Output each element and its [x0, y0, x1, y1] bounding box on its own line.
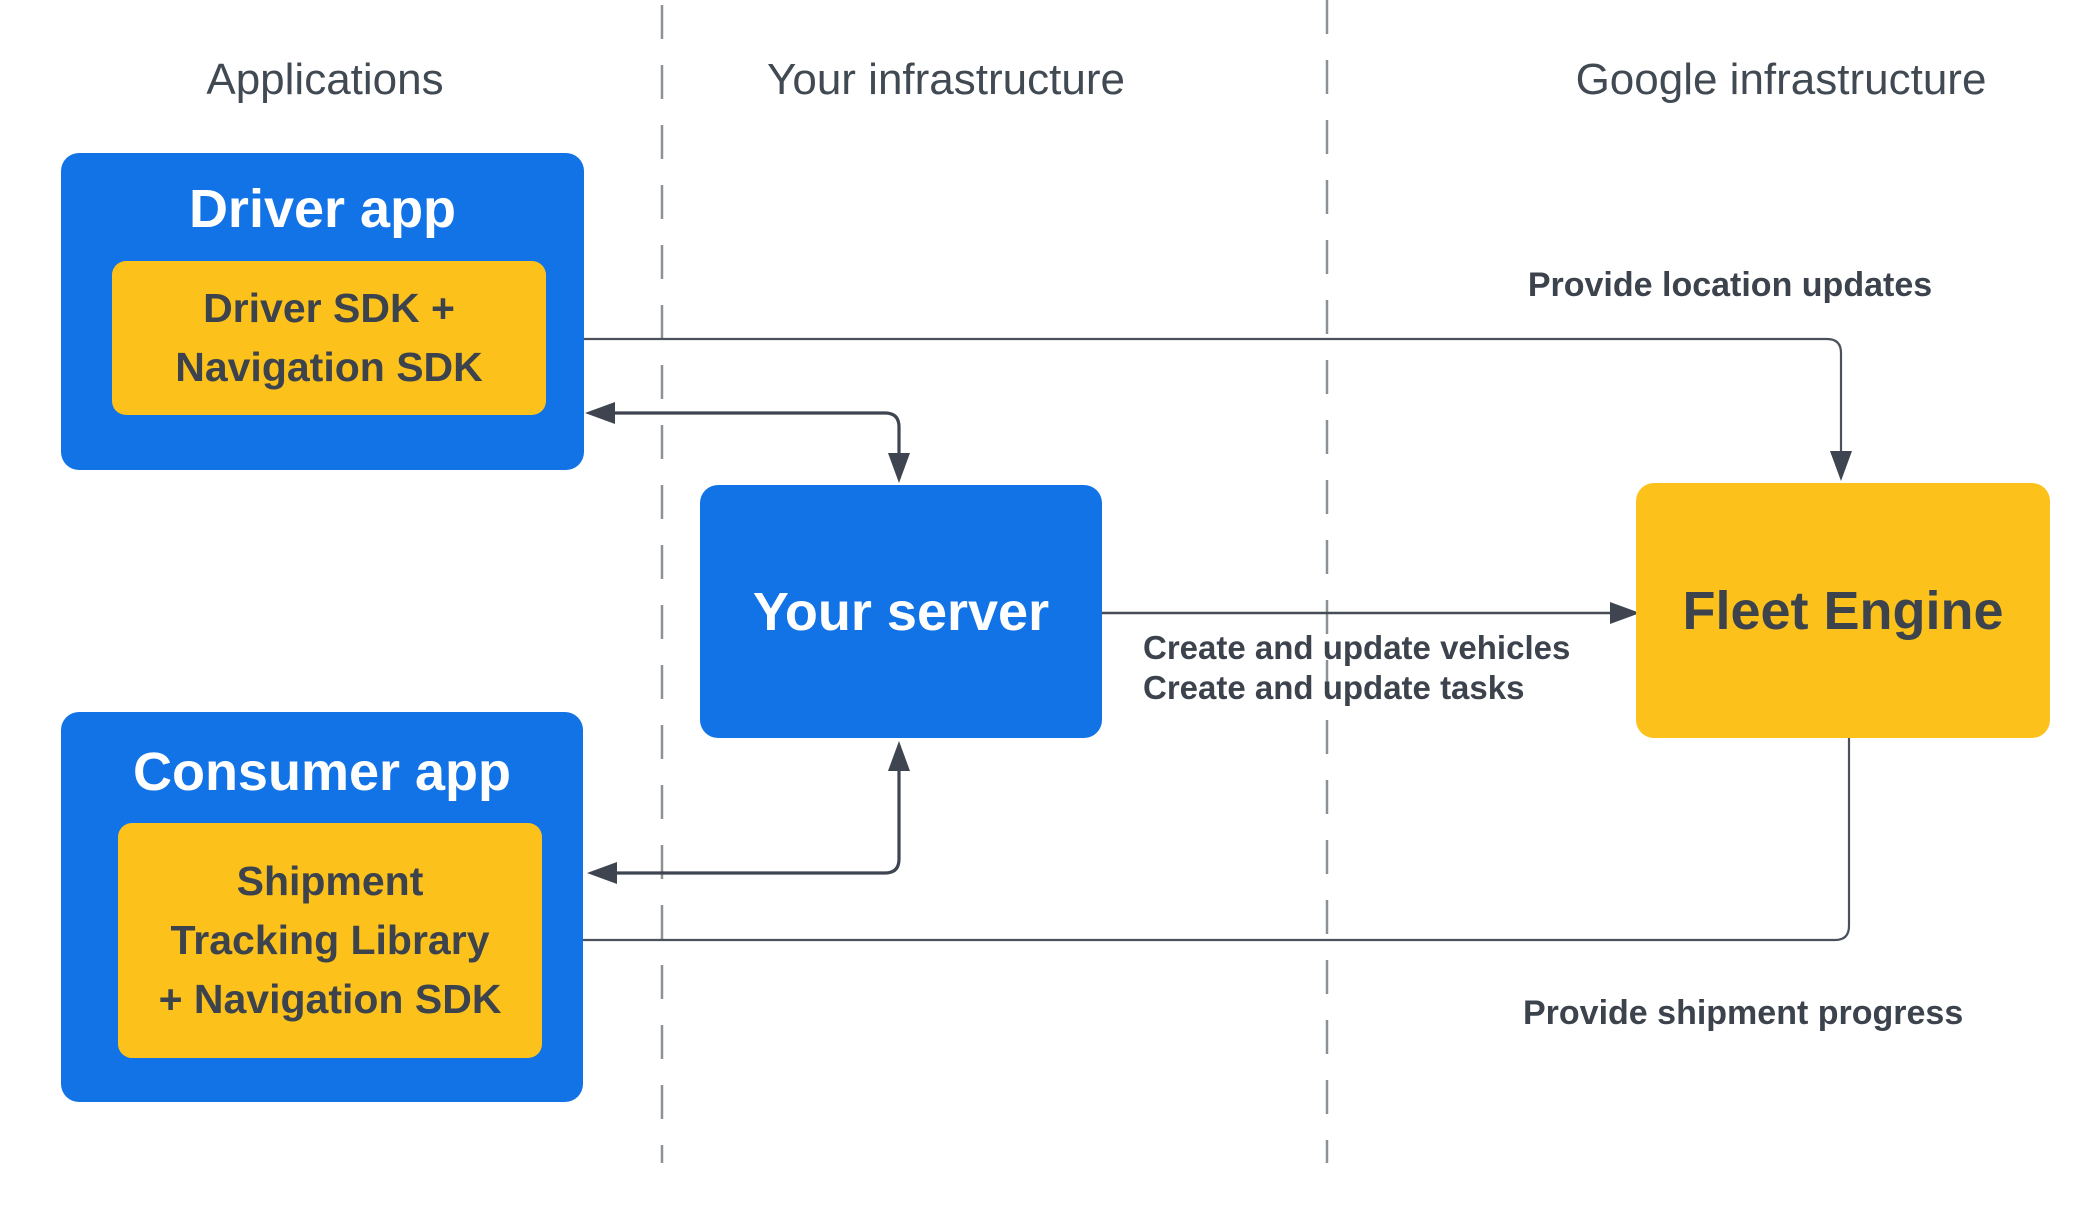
shipment-label-line2: Tracking Library	[170, 917, 490, 963]
shipment-label-line3: + Navigation SDK	[158, 976, 502, 1022]
label-create-update-vehicles: Create and update vehicles	[1143, 629, 1571, 666]
driver-app-title: Driver app	[188, 179, 457, 239]
column-header-applications: Applications	[206, 55, 444, 104]
consumer-app-title: Consumer app	[132, 742, 512, 802]
shipment-tracking-library-label: Shipment Tracking Library + Navigation S…	[159, 852, 502, 1029]
edge-your-server-fleet-engine	[1102, 602, 1640, 624]
consumer-app-box: Consumer app Shipment Tracking Library +…	[61, 712, 583, 1102]
arrowhead-into-fleet-engine-top	[1830, 451, 1852, 481]
arrowhead-into-your-server-top	[888, 453, 910, 483]
driver-sdk-box: Driver SDK + Navigation SDK	[112, 261, 546, 415]
edge-provide-shipment-progress	[543, 738, 1851, 951]
fleet-engine-title: Fleet Engine	[1682, 580, 2004, 641]
driver-sdk-label: Driver SDK + Navigation SDK	[175, 279, 483, 397]
label-create-update-tasks: Create and update tasks	[1143, 669, 1525, 706]
shipment-label-line1: Shipment	[236, 858, 424, 904]
label-provide-shipment-progress: Provide shipment progress	[1523, 994, 1964, 1032]
fleet-engine-box: Fleet Engine	[1636, 483, 2050, 738]
column-header-your-infrastructure: Your infrastructure	[767, 55, 1125, 104]
edge-provide-location-updates	[546, 328, 1852, 481]
arrowhead-into-your-server-bottom	[888, 741, 910, 771]
shipment-tracking-library-box: Shipment Tracking Library + Navigation S…	[118, 823, 542, 1058]
arrowhead-into-driver-app	[585, 402, 615, 424]
driver-sdk-label-line2: Navigation SDK	[175, 344, 483, 390]
column-header-google-infrastructure: Google infrastructure	[1575, 55, 1987, 104]
label-provide-location-updates: Provide location updates	[1527, 266, 1933, 304]
your-server-box: Your server	[700, 485, 1102, 738]
driver-sdk-label-line1: Driver SDK +	[203, 285, 455, 331]
arrowhead-into-consumer-app	[587, 862, 617, 884]
edge-driver-app-your-server	[585, 402, 910, 483]
driver-app-box: Driver app Driver SDK + Navigation SDK	[61, 153, 584, 470]
your-server-title: Your server	[752, 581, 1050, 642]
edge-consumer-app-your-server	[587, 741, 910, 884]
